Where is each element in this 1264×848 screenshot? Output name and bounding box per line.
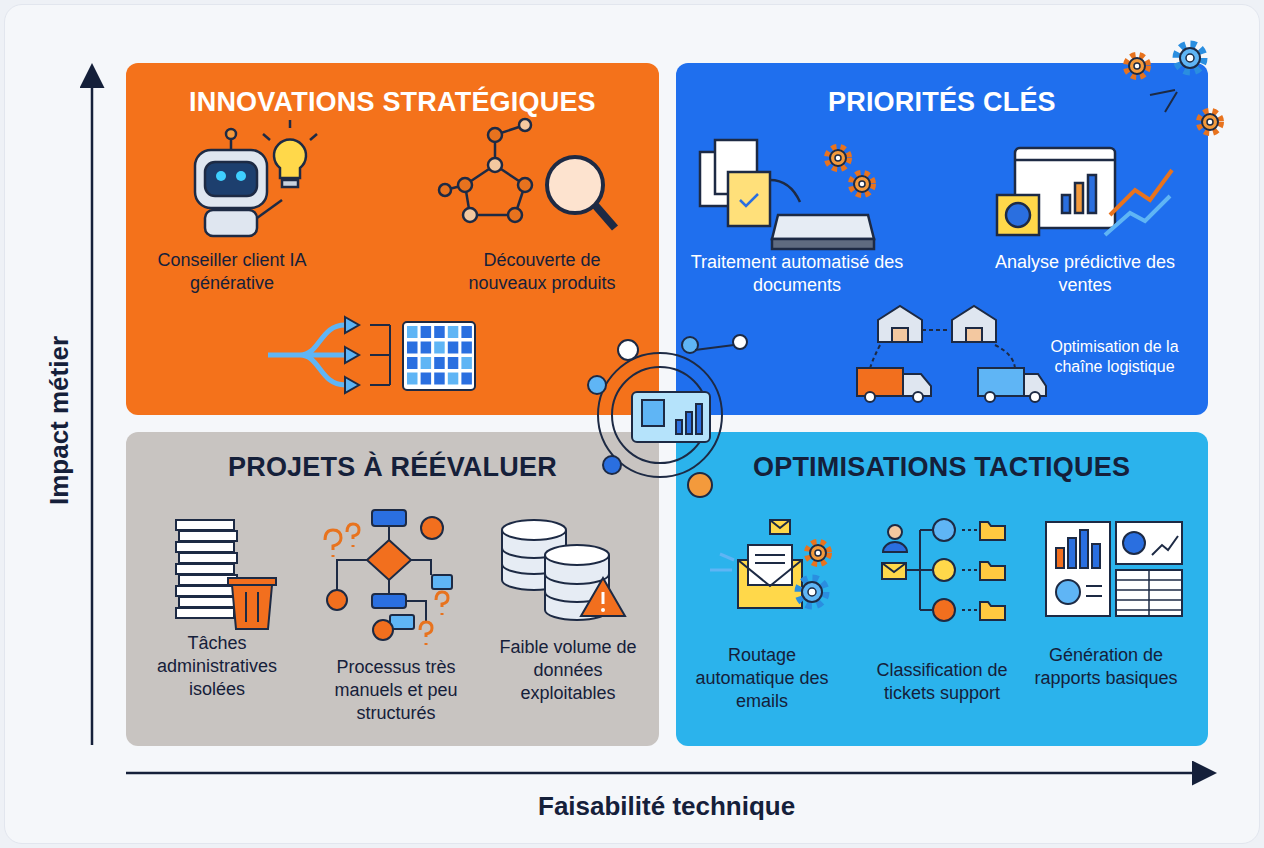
quadrant-heading: INNOVATIONS STRATÉGIQUES (189, 87, 596, 118)
use-case-label: Conseiller client IA générative (142, 249, 322, 295)
axis-label: Faisabilité technique (538, 791, 795, 822)
use-case-label: Classification de tickets support (867, 659, 1017, 705)
use-case-label: Traitement automatisé des documents (682, 251, 912, 297)
quadrant-heading: OPTIMISATIONS TACTIQUES (753, 452, 1130, 483)
axis-label: Impact métier (44, 336, 75, 505)
quadrant-heading: PRIORITÉS CLÉS (828, 87, 1056, 118)
use-case-label: Analyse prédictive des ventes (985, 251, 1185, 297)
use-case-label: Faible volume de données exploitables (488, 636, 648, 705)
use-case-label: Routage automatique des emails (692, 644, 832, 713)
quadrant-heading: PROJETS À RÉÉVALUER (228, 452, 557, 483)
quadrant-box: PRIORITÉS CLÉS Traitement automatisé des … (676, 63, 1208, 415)
use-case-label: Optimisation de la chaîne logistique (1027, 337, 1202, 377)
quadrant-box: INNOVATIONS STRATÉGIQUES Conseiller clien… (126, 63, 659, 415)
use-case-label: Tâches administratives isolées (137, 632, 297, 701)
use-case-label: Processus très manuels et peu structurés (311, 656, 481, 725)
use-case-label: Génération de rapports basiques (1031, 644, 1181, 690)
use-case-label: Découverte de nouveaux produits (447, 249, 637, 295)
